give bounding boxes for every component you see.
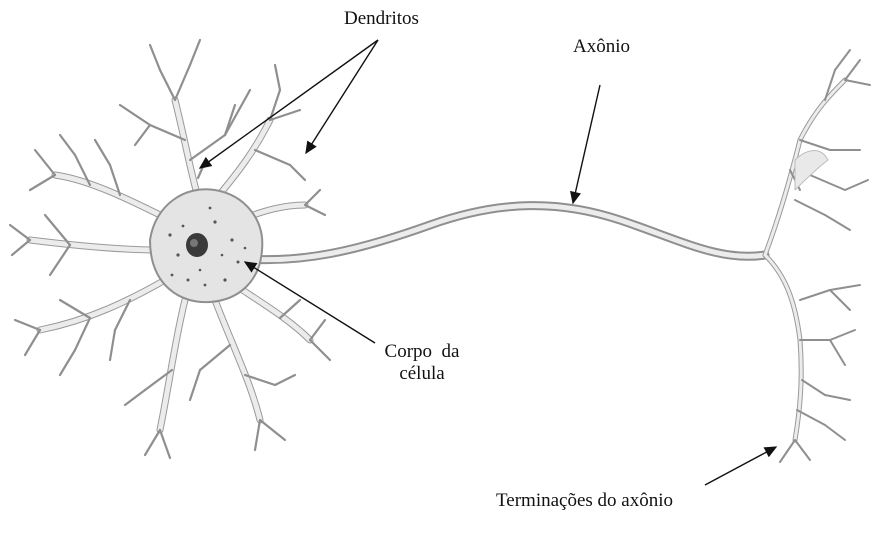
arrow-axon-terminals bbox=[705, 447, 776, 485]
label-cell-body-line2: célula bbox=[382, 363, 462, 385]
arrow-axon bbox=[573, 85, 600, 203]
axon-terminals-group bbox=[765, 50, 870, 462]
label-dendrites: Dendritos bbox=[344, 8, 419, 30]
label-cell-body-line1: Corpo da bbox=[382, 341, 462, 363]
label-cell-body: Corpo da célula bbox=[382, 341, 462, 385]
label-axon-terminals: Terminações do axônio bbox=[496, 490, 673, 512]
arrow-dendrites-2 bbox=[306, 40, 378, 153]
label-axon: Axônio bbox=[573, 36, 630, 58]
axon-shape bbox=[235, 206, 765, 260]
arrow-dendrites-1 bbox=[200, 40, 378, 168]
cell-body bbox=[150, 189, 262, 302]
